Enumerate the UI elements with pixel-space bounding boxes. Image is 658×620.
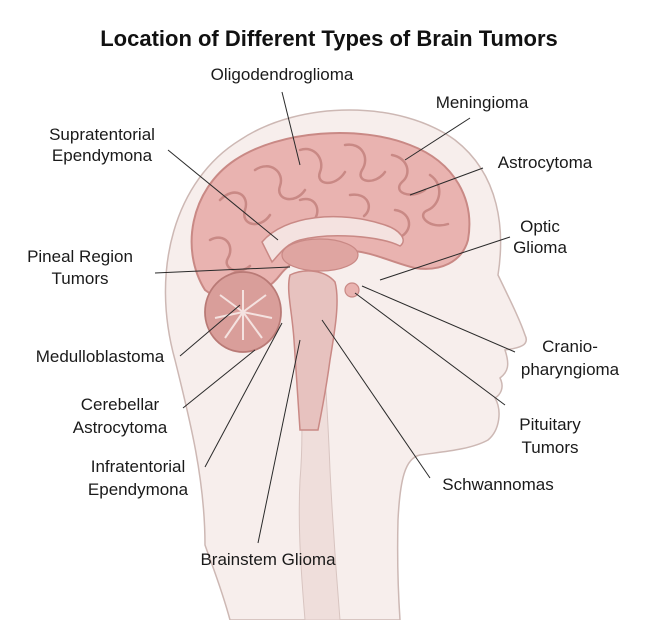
- label-infratentorial-line1: Infratentorial: [91, 457, 186, 476]
- corpus-callosum: [261, 215, 404, 264]
- thalamus: [281, 238, 359, 272]
- label-optic-line2: Glioma: [513, 238, 567, 257]
- label-cranio-line1: Cranio-: [542, 337, 598, 356]
- label-pituitary-line2: Tumors: [522, 438, 579, 457]
- label-schwannomas: Schwannomas: [442, 475, 554, 494]
- label-medulloblastoma: Medulloblastoma: [36, 347, 165, 366]
- figure-title: Location of Different Types of Brain Tum…: [100, 26, 558, 51]
- label-cerebellar-line2: Astrocytoma: [73, 418, 168, 437]
- brainstem: [287, 270, 338, 431]
- leader-lines: [154, 91, 516, 544]
- label-astrocytoma: Astrocytoma: [498, 153, 593, 172]
- label-brainstem-glioma: Brainstem Glioma: [200, 550, 336, 569]
- label-supratentorial-line2: Ependymona: [52, 146, 153, 165]
- label-pituitary-line1: Pituitary: [519, 415, 581, 434]
- label-infratentorial-line2: Ependymona: [88, 480, 189, 499]
- label-supratentorial-line1: Supratentorial: [49, 125, 155, 144]
- label-optic-line1: Optic: [520, 217, 560, 236]
- label-oligodendroglioma: Oligodendroglioma: [211, 65, 354, 84]
- label-cerebellar-line1: Cerebellar: [81, 395, 160, 414]
- labels: Oligodendroglioma Meningioma Supratentor…: [27, 65, 620, 569]
- label-meningioma: Meningioma: [436, 93, 529, 112]
- label-cranio-line2: pharyngioma: [521, 360, 620, 379]
- label-pineal-line1: Pineal Region: [27, 247, 133, 266]
- label-pineal-line2: Tumors: [52, 269, 109, 288]
